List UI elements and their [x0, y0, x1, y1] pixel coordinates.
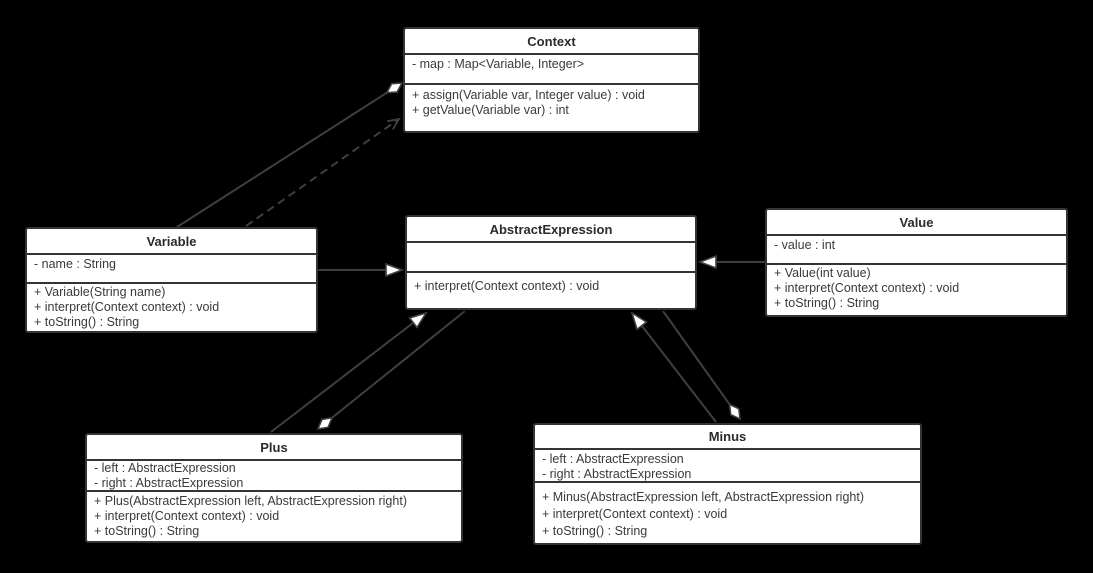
plus-method: + interpret(Context context) : void: [94, 509, 280, 523]
value-attribute: - value : int: [774, 238, 836, 252]
context-title: Context: [405, 29, 698, 55]
class-context[interactable]: Context - map : Map<Variable, Integer> +…: [403, 27, 700, 133]
variable-method: + toString() : String: [34, 315, 140, 329]
plus-title: Plus: [87, 435, 461, 461]
abstract-expression-attributes: [407, 243, 695, 273]
plus-methods: + Plus(AbstractExpression left, Abstract…: [87, 492, 461, 541]
abstract-expression-methods: + interpret(Context context) : void: [407, 273, 695, 308]
class-plus[interactable]: Plus - left : AbstractExpression - right…: [85, 433, 463, 543]
edge-plus-aggregates-abstractexpression[interactable]: [318, 310, 466, 429]
context-method: + getValue(Variable var) : int: [412, 103, 569, 117]
minus-method: + toString() : String: [542, 524, 648, 538]
plus-method: + toString() : String: [94, 524, 200, 538]
plus-attributes: - left : AbstractExpression - right : Ab…: [87, 461, 461, 492]
variable-title: Variable: [27, 229, 316, 255]
class-variable[interactable]: Variable - name : String + Variable(Stri…: [25, 227, 318, 333]
minus-method: + interpret(Context context) : void: [542, 507, 728, 521]
class-value[interactable]: Value - value : int + Value(int value) +…: [765, 208, 1068, 317]
value-method: + interpret(Context context) : void: [774, 281, 960, 295]
edge-context-aggregates-variable[interactable]: [176, 83, 402, 228]
minus-method: + Minus(AbstractExpression left, Abstrac…: [542, 490, 865, 504]
context-method: + assign(Variable var, Integer value) : …: [412, 88, 645, 102]
plus-method: + Plus(AbstractExpression left, Abstract…: [94, 494, 407, 508]
edge-minus-aggregates-abstractexpression[interactable]: [662, 310, 740, 419]
value-attributes: - value : int: [767, 236, 1066, 265]
minus-attribute: - right : AbstractExpression: [542, 467, 692, 481]
plus-attribute: - left : AbstractExpression: [94, 461, 236, 475]
value-method: + Value(int value): [774, 266, 871, 280]
class-abstract-expression[interactable]: AbstractExpression + interpret(Context c…: [405, 215, 697, 310]
plus-attribute: - right : AbstractExpression: [94, 475, 244, 490]
variable-methods: + Variable(String name) + interpret(Cont…: [27, 284, 316, 331]
value-method: + toString() : String: [774, 296, 880, 310]
edge-plus-extends-abstractexpression[interactable]: [270, 313, 426, 433]
minus-attributes: - left : AbstractExpression - right : Ab…: [535, 450, 920, 483]
abstract-expression-title: AbstractExpression: [407, 217, 695, 243]
minus-methods: + Minus(AbstractExpression left, Abstrac…: [535, 483, 920, 543]
variable-method: + Variable(String name): [34, 285, 166, 299]
minus-attribute: - left : AbstractExpression: [542, 452, 684, 466]
abstract-expression-method: + interpret(Context context) : void: [414, 279, 600, 293]
context-methods: + assign(Variable var, Integer value) : …: [405, 85, 698, 131]
context-attribute: - map : Map<Variable, Integer>: [412, 57, 585, 71]
value-title: Value: [767, 210, 1066, 236]
edge-variable-depends-on-context[interactable]: [245, 117, 401, 227]
edge-minus-extends-abstractexpression[interactable]: [632, 313, 717, 423]
minus-title: Minus: [535, 425, 920, 450]
variable-attribute: - name : String: [34, 257, 116, 271]
variable-method: + interpret(Context context) : void: [34, 300, 220, 314]
context-attributes: - map : Map<Variable, Integer>: [405, 55, 698, 85]
class-minus[interactable]: Minus - left : AbstractExpression - righ…: [533, 423, 922, 545]
value-methods: + Value(int value) + interpret(Context c…: [767, 265, 1066, 315]
variable-attributes: - name : String: [27, 255, 316, 284]
